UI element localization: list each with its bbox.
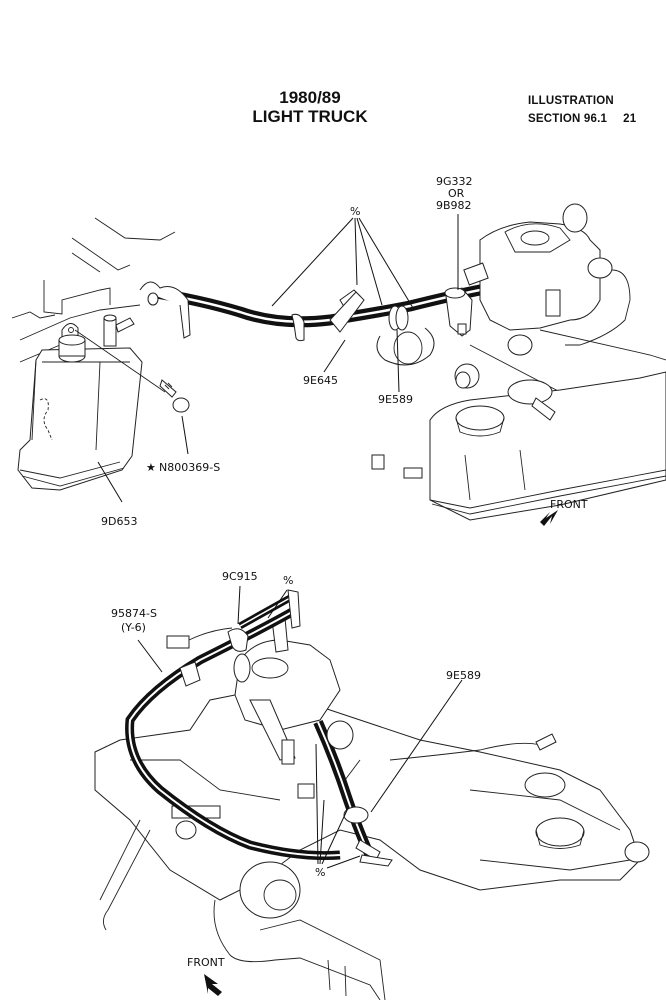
label-hose-callout: % bbox=[350, 205, 360, 218]
section-info: ILLUSTRATION SECTION 96.1 21 bbox=[528, 92, 636, 128]
label-front-top: FRONT bbox=[550, 498, 588, 511]
body-panel bbox=[11, 217, 176, 363]
label-hose-callout-top: % bbox=[283, 574, 293, 587]
bottom-figure: 9C915 % 95874-S (Y-6) 9E589 % FRONT bbox=[94, 570, 650, 1000]
title-years: 1980/89 bbox=[279, 88, 341, 107]
carburetor-bottom bbox=[233, 617, 341, 799]
top-figure: 9G332 OR 9B982 % 9E645 9E589 ★ N800369-S… bbox=[11, 175, 666, 528]
illustration-label: ILLUSTRATION bbox=[528, 95, 614, 107]
label-9d653: 9D653 bbox=[101, 515, 137, 528]
vapor-hose-bottom bbox=[125, 589, 393, 867]
intake-manifold bbox=[94, 689, 650, 901]
label-or: OR bbox=[448, 187, 465, 200]
section-label: SECTION 96.1 bbox=[528, 113, 608, 125]
document-title: 1980/89 LIGHT TRUCK bbox=[240, 88, 380, 126]
label-y6: (Y-6) bbox=[121, 621, 146, 634]
label-9c915: 9C915 bbox=[222, 570, 258, 583]
label-front-bottom: FRONT bbox=[187, 956, 225, 969]
label-star-marker: ★ bbox=[146, 461, 156, 474]
label-9e589-bottom: 9E589 bbox=[446, 669, 481, 682]
page-number: 21 bbox=[623, 113, 637, 125]
valve-cover bbox=[371, 363, 666, 521]
front-arrow-icon bbox=[540, 510, 558, 526]
front-arrow-icon bbox=[204, 974, 222, 996]
label-95874s: 95874-S bbox=[111, 607, 157, 620]
title-vehicle: LIGHT TRUCK bbox=[252, 107, 368, 126]
top-leaders bbox=[97, 214, 459, 503]
lower-pipe bbox=[213, 899, 386, 1000]
label-9b982: 9B982 bbox=[436, 199, 472, 212]
label-9e645: 9E645 bbox=[303, 374, 338, 387]
label-9g332: 9G332 bbox=[436, 175, 473, 188]
label-hose-callout-bottom: % bbox=[315, 866, 325, 879]
carburetor bbox=[463, 203, 666, 461]
label-9e589-top: 9E589 bbox=[378, 393, 413, 406]
mounting-screw bbox=[74, 329, 190, 413]
bottom-leaders bbox=[137, 585, 463, 869]
purge-valve bbox=[444, 287, 473, 337]
label-n800369s: N800369-S bbox=[159, 461, 220, 474]
vapor-canister bbox=[17, 314, 143, 491]
